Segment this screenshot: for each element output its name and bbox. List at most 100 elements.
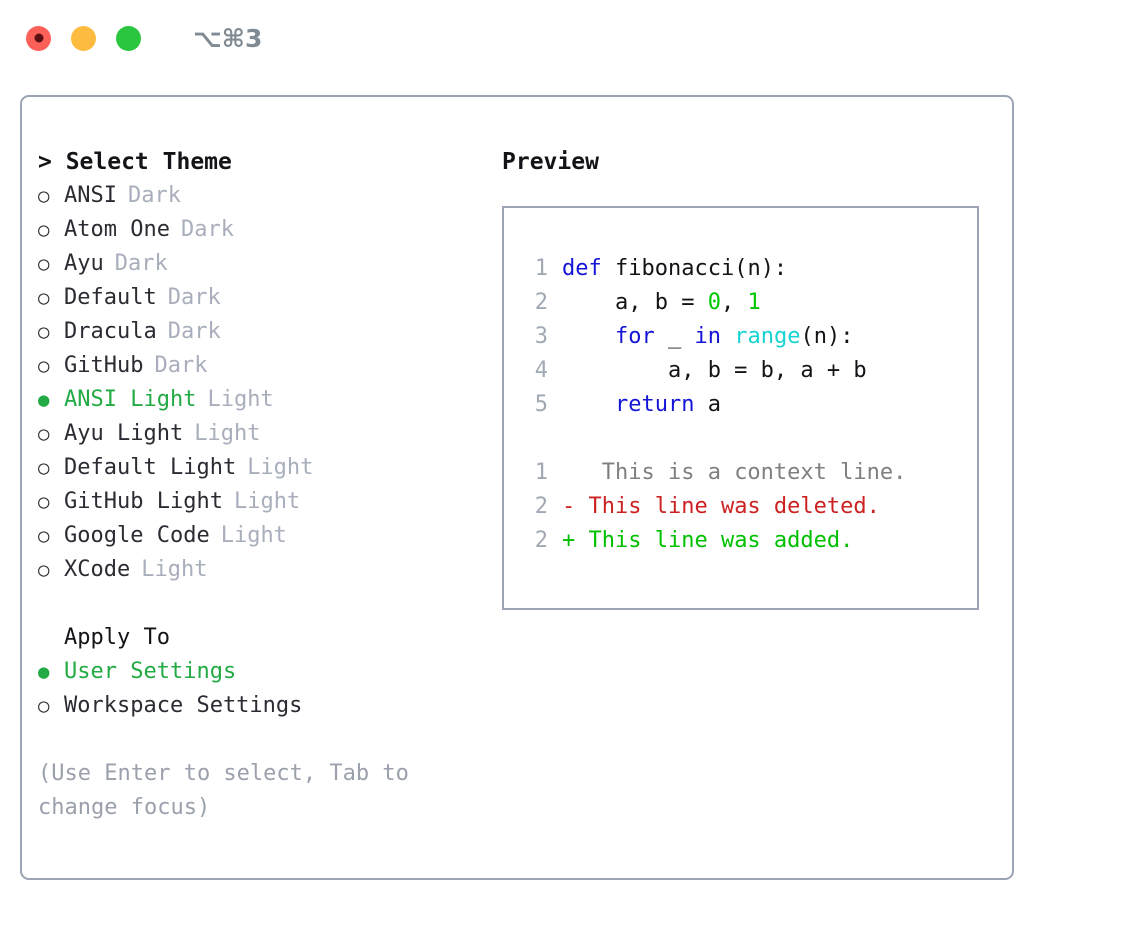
code-token-plain: _ xyxy=(654,324,695,349)
apply-to-name: User Settings xyxy=(64,659,237,684)
code-line: 4 a, b = b, a + b xyxy=(516,354,977,388)
keyboard-hint: (Use Enter to select, Tab to change focu… xyxy=(38,761,423,820)
line-number: 2 xyxy=(534,494,548,519)
line-number: 3 xyxy=(534,324,548,349)
minimize-button[interactable] xyxy=(71,25,96,51)
apply-to-option-workspace-settings[interactable]: ○ Workspace Settings xyxy=(38,689,502,723)
traffic-lights xyxy=(26,25,141,51)
apply-to-name: Workspace Settings xyxy=(64,693,303,718)
diff-text: This line was added. xyxy=(575,528,854,553)
code-line: 2 a, b = 0, 1 xyxy=(516,286,977,320)
radio-unselected-icon: ○ xyxy=(38,355,50,377)
line-number: 1 xyxy=(534,256,548,281)
code-text: return a xyxy=(562,388,721,422)
apply-to-option-user-settings[interactable]: ● User Settings xyxy=(38,655,502,689)
code-token-plain: fibonacci(n): xyxy=(601,256,788,281)
code-token-fn: range xyxy=(734,324,801,349)
theme-option-ansi[interactable]: ○ ANSI Dark xyxy=(38,179,502,213)
theme-name: ANSI Light xyxy=(64,387,197,412)
code-line: 3 for _ in range(n): xyxy=(516,320,977,354)
theme-option-ayu-light[interactable]: ○ Ayu Light Light xyxy=(38,417,502,451)
code-text: for _ in range(n): xyxy=(562,320,853,354)
code-token-plain: (n): xyxy=(800,324,854,349)
radio-unselected-icon: ○ xyxy=(38,491,50,513)
theme-option-ansi-light[interactable]: ● ANSI Light Light xyxy=(38,383,502,417)
diff-marker: - xyxy=(562,494,576,519)
code-token-plain: a, b = xyxy=(562,290,708,315)
radio-unselected-icon: ○ xyxy=(38,695,50,717)
theme-name: Dracula xyxy=(64,319,157,344)
diff-text: This is a context line. xyxy=(575,460,907,485)
theme-variant-badge: Light xyxy=(141,557,208,582)
code-text: def fibonacci(n): xyxy=(562,252,787,286)
radio-unselected-icon: ○ xyxy=(38,423,50,445)
line-number: 2 xyxy=(534,528,548,553)
theme-name: GitHub Light xyxy=(64,489,223,514)
apply-to-list[interactable]: ● User Settings ○ Workspace Settings xyxy=(38,655,502,723)
code-text: a, b = 0, 1 xyxy=(562,286,761,320)
theme-variant-badge: Dark xyxy=(167,285,221,310)
theme-option-github-light[interactable]: ○ GitHub Light Light xyxy=(38,485,502,519)
theme-variant-badge: Light xyxy=(220,523,287,548)
code-line: 1 def fibonacci(n): xyxy=(516,252,977,286)
code-text: a, b = b, a + b xyxy=(562,354,867,388)
diff-line: 1 This is a context line. xyxy=(516,456,977,490)
theme-name: Atom One xyxy=(64,217,170,242)
theme-variant-badge: Dark xyxy=(167,319,221,344)
code-token-plain xyxy=(562,324,615,349)
code-token-plain xyxy=(721,324,734,349)
radio-selected-icon: ● xyxy=(38,661,50,683)
radio-unselected-icon: ○ xyxy=(38,219,50,241)
code-token-plain: a xyxy=(694,392,721,417)
diff-text: This line was deleted. xyxy=(575,494,880,519)
code-token-plain xyxy=(562,392,615,417)
page-title: > Select Theme xyxy=(38,149,232,175)
theme-variant-badge: Light xyxy=(194,421,261,446)
theme-name: GitHub xyxy=(64,353,144,378)
theme-name: Ayu xyxy=(64,251,104,276)
theme-variant-badge: Light xyxy=(207,387,274,412)
code-token-kw: def xyxy=(562,256,602,281)
radio-unselected-icon: ○ xyxy=(38,253,50,275)
diff-marker: + xyxy=(562,528,576,553)
theme-name: Default Light xyxy=(64,455,237,480)
code-line: 5 return a xyxy=(516,388,977,422)
diff-line: 2- This line was deleted. xyxy=(516,490,977,524)
radio-unselected-icon: ○ xyxy=(38,525,50,547)
code-token-kw: return xyxy=(614,392,695,417)
preview-title: Preview xyxy=(502,149,599,175)
theme-name: ANSI xyxy=(64,183,117,208)
radio-unselected-icon: ○ xyxy=(38,559,50,581)
apply-to-label: Apply To xyxy=(64,625,170,650)
code-token-num: 0 xyxy=(707,290,721,315)
code-token-kw: in xyxy=(694,324,721,349)
radio-unselected-icon: ○ xyxy=(38,185,50,207)
theme-variant-badge: Dark xyxy=(127,183,181,208)
diff-sample: 1 This is a context line.2- This line wa… xyxy=(516,456,977,558)
line-number: 4 xyxy=(534,358,548,383)
radio-selected-icon: ● xyxy=(38,389,50,411)
theme-variant-badge: Light xyxy=(233,489,301,514)
code-token-plain: a, b = b, a + b xyxy=(562,358,867,383)
window-titlebar: ⌥⌘3 xyxy=(0,0,1140,76)
theme-name: Default xyxy=(64,285,157,310)
theme-name: Ayu Light xyxy=(64,421,184,446)
maximize-button[interactable] xyxy=(116,25,141,51)
code-token-kw: for xyxy=(614,324,655,349)
close-button[interactable] xyxy=(26,25,51,51)
diff-line: 2 + This line was added. xyxy=(516,524,977,558)
theme-option-default[interactable]: ○ Default Dark xyxy=(38,281,502,315)
radio-unselected-icon: ○ xyxy=(38,287,50,309)
line-number: 2 xyxy=(534,290,548,315)
